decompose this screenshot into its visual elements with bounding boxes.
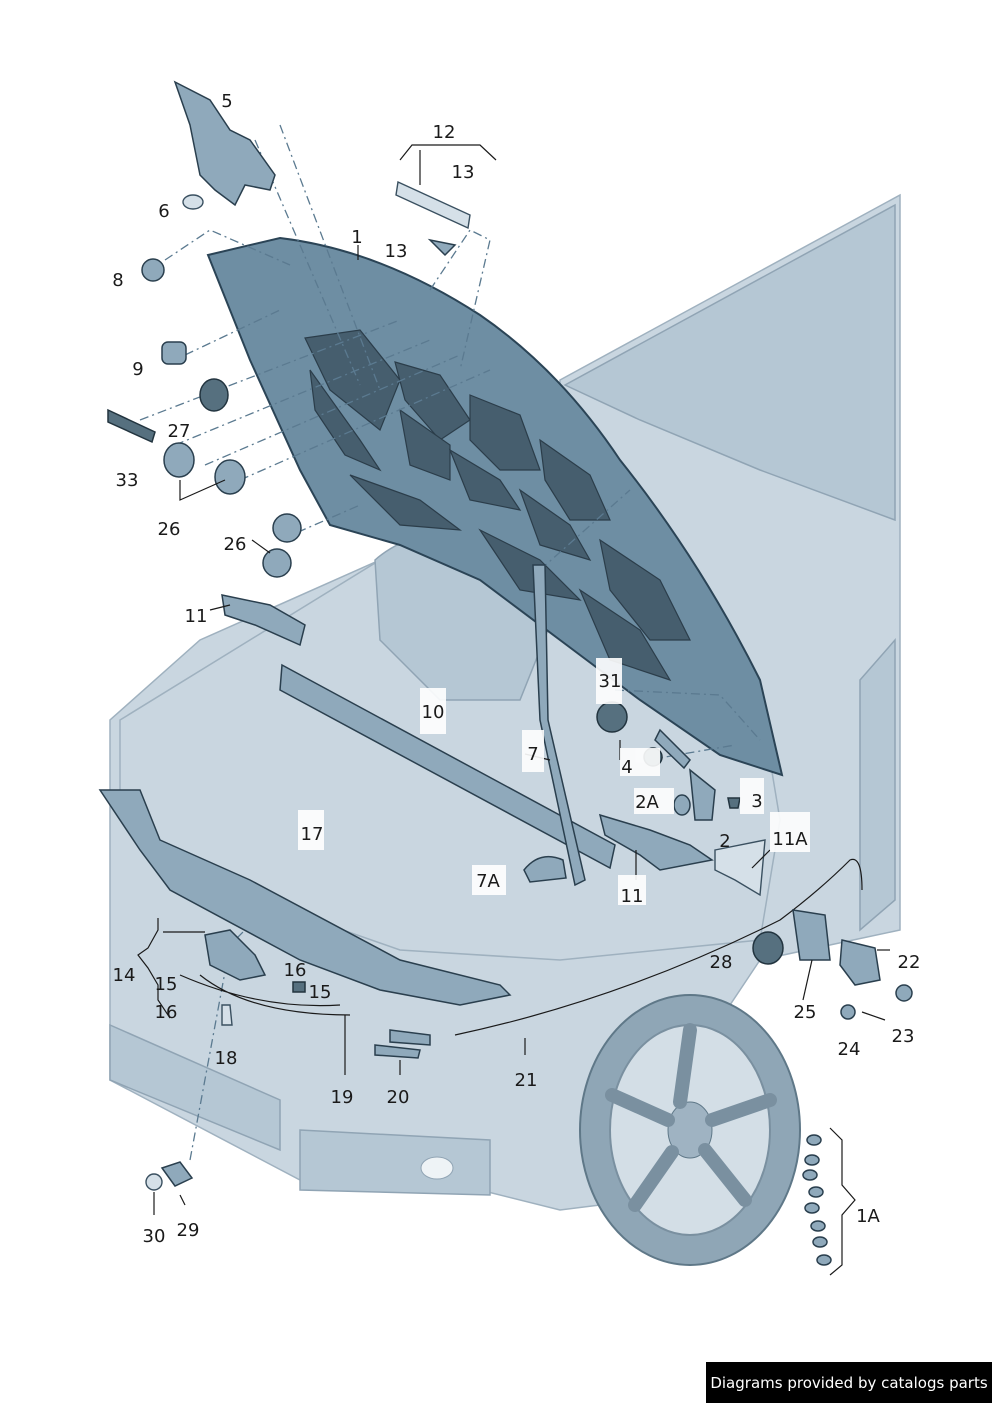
callout-28: 28 [710,952,733,973]
callout-16-left: 16 [155,1002,178,1023]
callout-5: 5 [221,91,232,112]
callout-8: 8 [112,270,123,291]
callout-11-left: 11 [185,606,208,627]
callout-27: 27 [168,421,191,442]
callout-1a: 1A [856,1206,880,1227]
callout-11a: 11A [772,829,808,850]
credit-banner: Diagrams provided by catalogs parts [706,1362,992,1403]
hood-parts [98,80,913,1266]
callout-22: 22 [898,952,921,973]
callout-11-right: 11 [621,886,644,907]
credit-text: Diagrams provided by catalogs parts [710,1373,988,1392]
callout-19: 19 [331,1087,354,1108]
callout-24: 24 [838,1039,861,1060]
label-boxes [298,658,810,905]
callout-3: 3 [751,791,762,812]
callout-23: 23 [892,1026,915,1047]
callout-17: 17 [301,824,324,845]
callout-2a: 2A [635,792,659,813]
callout-13-bottom: 13 [385,241,408,262]
callout-13-top: 13 [452,162,475,183]
callout-6: 6 [158,201,169,222]
callout-25: 25 [794,1002,817,1023]
front-wheel [579,994,801,1266]
callout-2: 2 [719,831,730,852]
callout-15-right: 15 [309,982,332,1003]
callout-7: 7 [527,744,538,765]
callout-33: 33 [116,470,139,491]
callout-7a: 7A [476,871,500,892]
callout-21: 21 [515,1070,538,1091]
callout-20: 20 [387,1087,410,1108]
callout-26-right: 26 [224,534,247,555]
callout-18: 18 [215,1048,238,1069]
screw-set-1a [802,1134,832,1266]
callout-16-right: 16 [284,960,307,981]
callout-14: 14 [113,965,136,986]
callout-15-left: 15 [155,974,178,995]
callout-labels: 1 1A 2 2A 3 4 5 6 7 7A 8 9 10 11 11 11A … [112,91,920,1247]
callout-1: 1 [351,227,362,248]
callout-4: 4 [621,757,632,778]
callout-31: 31 [599,671,622,692]
callout-9: 9 [132,359,143,380]
callout-26-left: 26 [158,519,181,540]
callout-10: 10 [422,702,445,723]
callout-30: 30 [143,1226,166,1247]
callout-29: 29 [177,1220,200,1241]
callout-12: 12 [433,122,456,143]
leader-lines [137,144,890,1276]
